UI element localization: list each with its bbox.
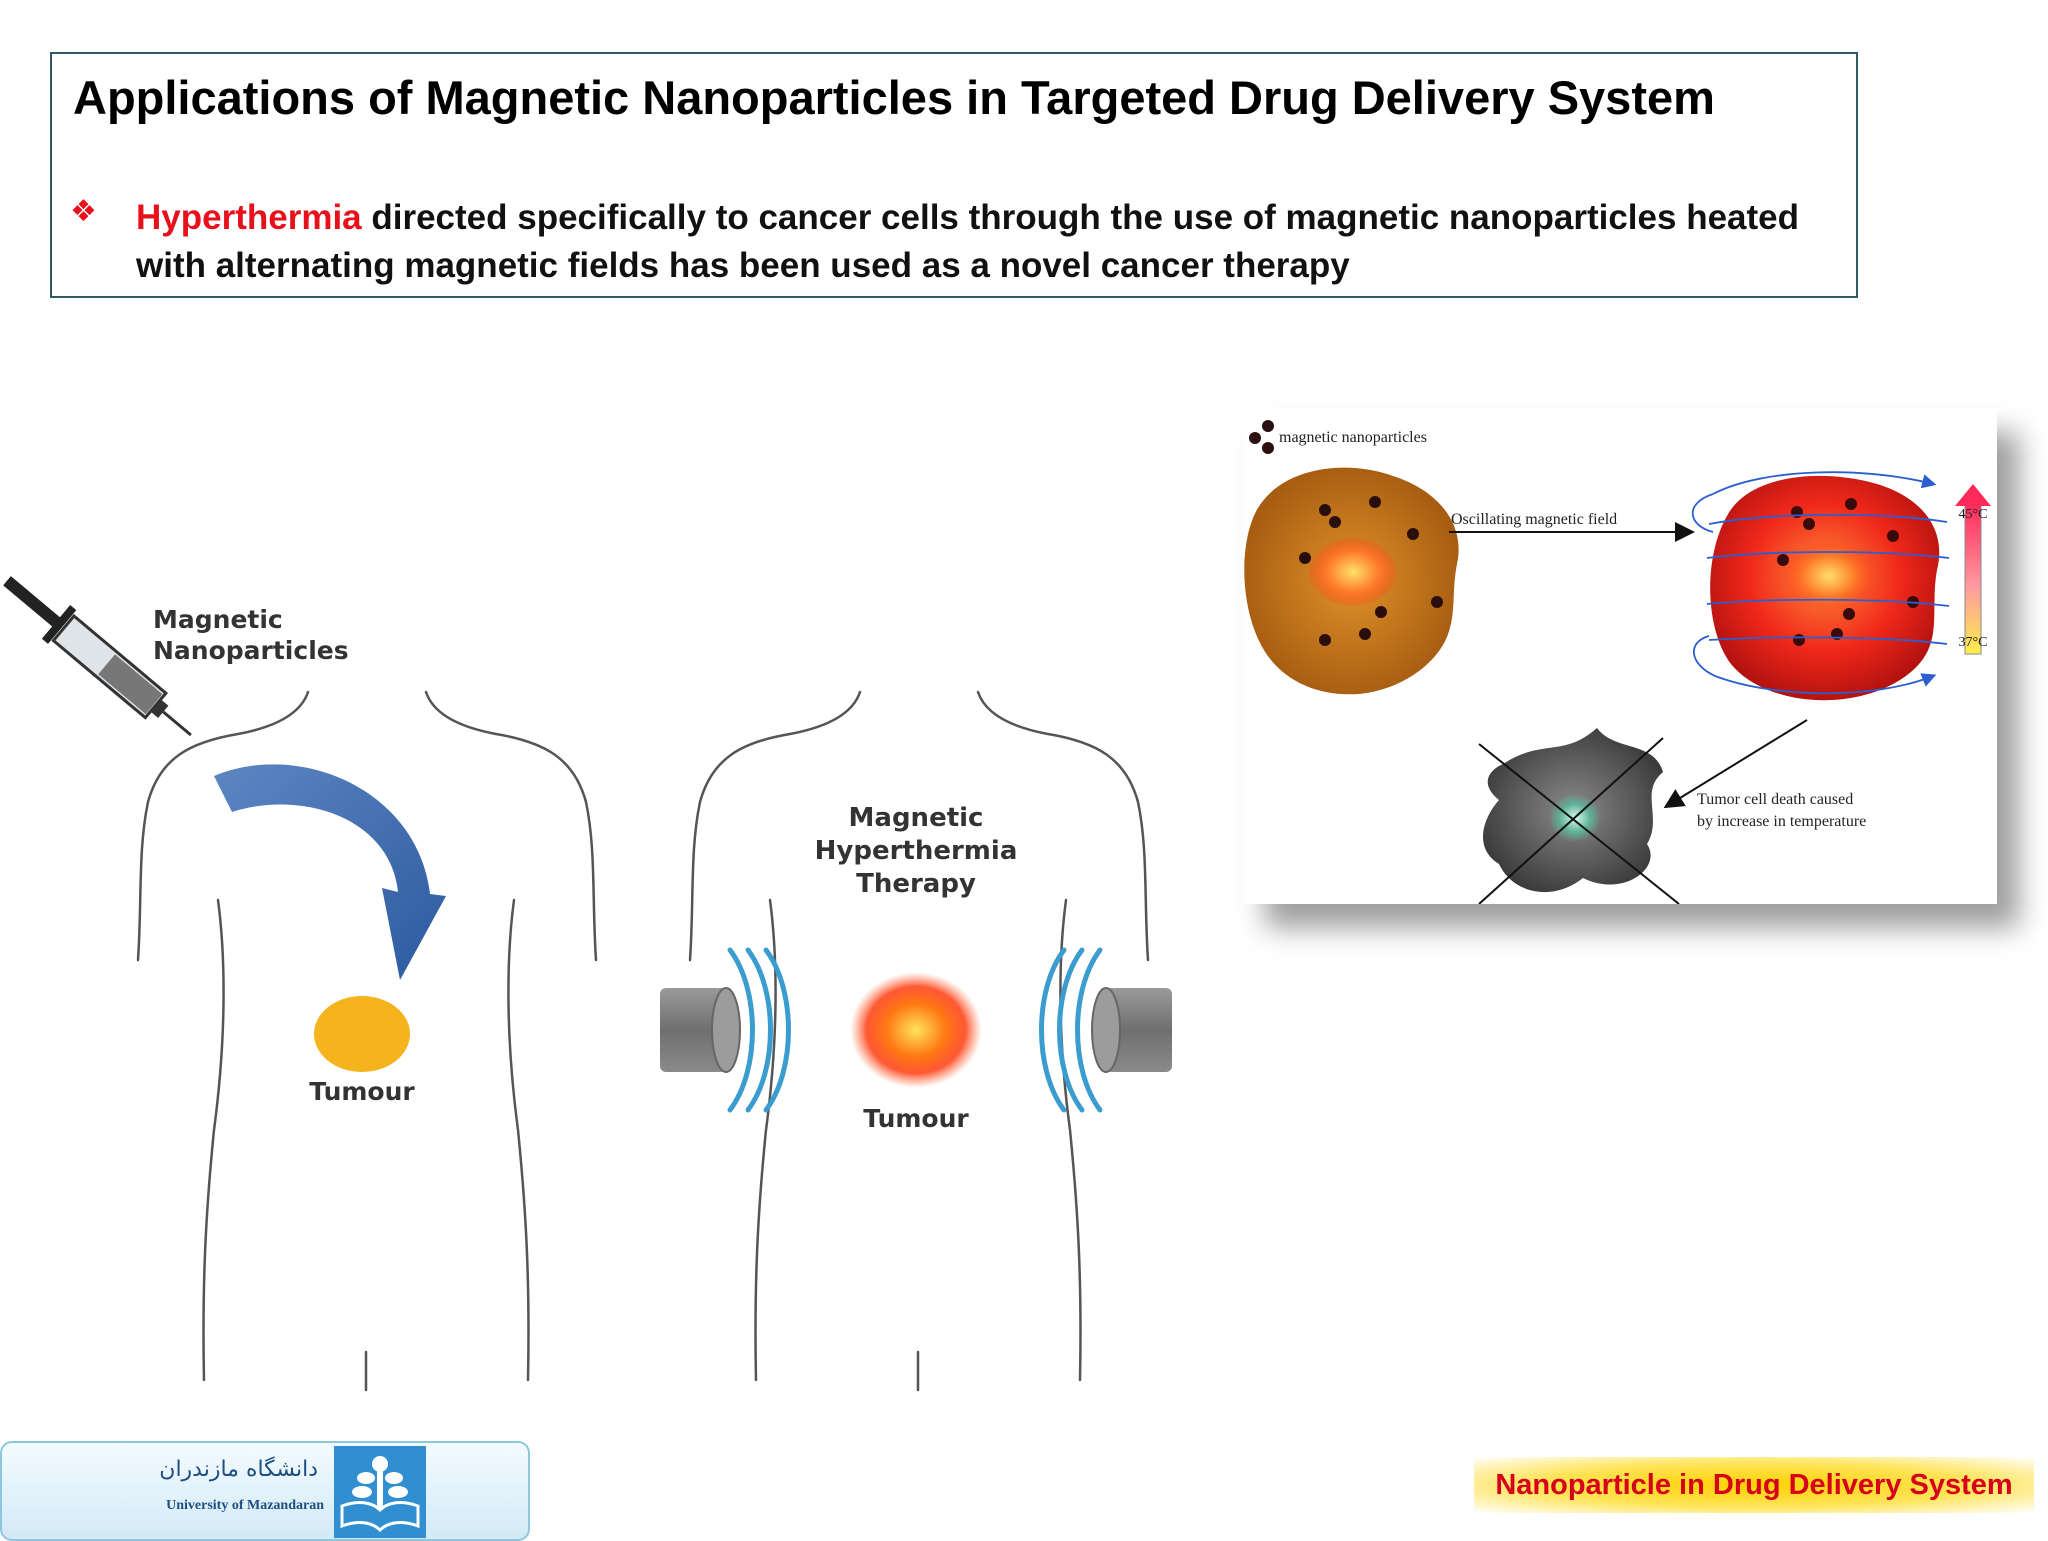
university-logo: دانشگاه مازندران University of Mazandara… — [0, 1441, 530, 1541]
inset-figure: magnetic nanoparticles Oscillating magne… — [1243, 408, 1997, 904]
nanoparticles-before-icon — [1299, 496, 1443, 646]
curved-arrow-icon — [214, 764, 446, 980]
slide-title: Applications of Magnetic Nanoparticles i… — [73, 71, 1715, 124]
arrow-label: Oscillating magnetic field — [1451, 511, 1617, 528]
nanoparticles-heated-icon — [1777, 498, 1919, 646]
legend-label: magnetic nanoparticles — [1279, 429, 1427, 446]
death-label-line1: Tumor cell death caused — [1697, 791, 1853, 808]
logo-english-text: University of Mazandaran — [166, 1498, 324, 1513]
injection-label-line1: Magnetic — [153, 605, 283, 634]
therapy-label-line1: Magnetic — [849, 803, 984, 833]
death-label-line2: by increase in temperature — [1697, 813, 1866, 830]
heated-tumour-icon — [850, 972, 982, 1088]
syringe-icon — [3, 576, 192, 737]
tumour-left-label: Tumour — [309, 1077, 415, 1106]
thermometer-icon — [1955, 484, 1991, 655]
bullet-highlight: Hyperthermia — [136, 198, 362, 237]
bullet-text: Hyperthermia directed specifically to ca… — [136, 194, 1826, 290]
therapy-label-line2: Hyperthermia — [815, 836, 1018, 866]
therapy-label-line3: Therapy — [856, 869, 976, 899]
footer-course-title: Nanoparticle in Drug Delivery System — [1474, 1457, 2034, 1513]
temp-low-label: 37°C — [1959, 635, 1988, 650]
title-box: Applications of Magnetic Nanoparticles i… — [50, 52, 1858, 298]
bullet-body: directed specifically to cancer cells th… — [136, 198, 1799, 285]
hyperthermia-illustration: Magnetic Nanoparticles Tumour Magnetic H… — [0, 520, 1200, 1400]
right-torso-outline — [688, 690, 1150, 1392]
logo-persian-text: دانشگاه مازندران — [159, 1457, 318, 1482]
left-magnet-icon — [660, 987, 741, 1073]
left-wave-icon — [727, 947, 791, 1113]
diamond-bullet-icon: ❖ — [70, 195, 97, 228]
nanoparticle-legend-icon — [1249, 420, 1274, 454]
tumour-left-icon — [314, 996, 410, 1072]
right-magnet-icon — [1091, 987, 1172, 1073]
university-emblem-icon — [334, 1446, 426, 1538]
cross-mark-icon — [1478, 737, 1680, 904]
magnetic-field-lines-icon — [1691, 471, 1950, 695]
temp-high-label: 45°C — [1959, 507, 1988, 522]
right-wave-icon — [1039, 947, 1103, 1113]
injection-label-line2: Nanoparticles — [153, 636, 349, 665]
tumour-right-label: Tumour — [863, 1104, 969, 1133]
left-torso-outline — [136, 690, 598, 1392]
